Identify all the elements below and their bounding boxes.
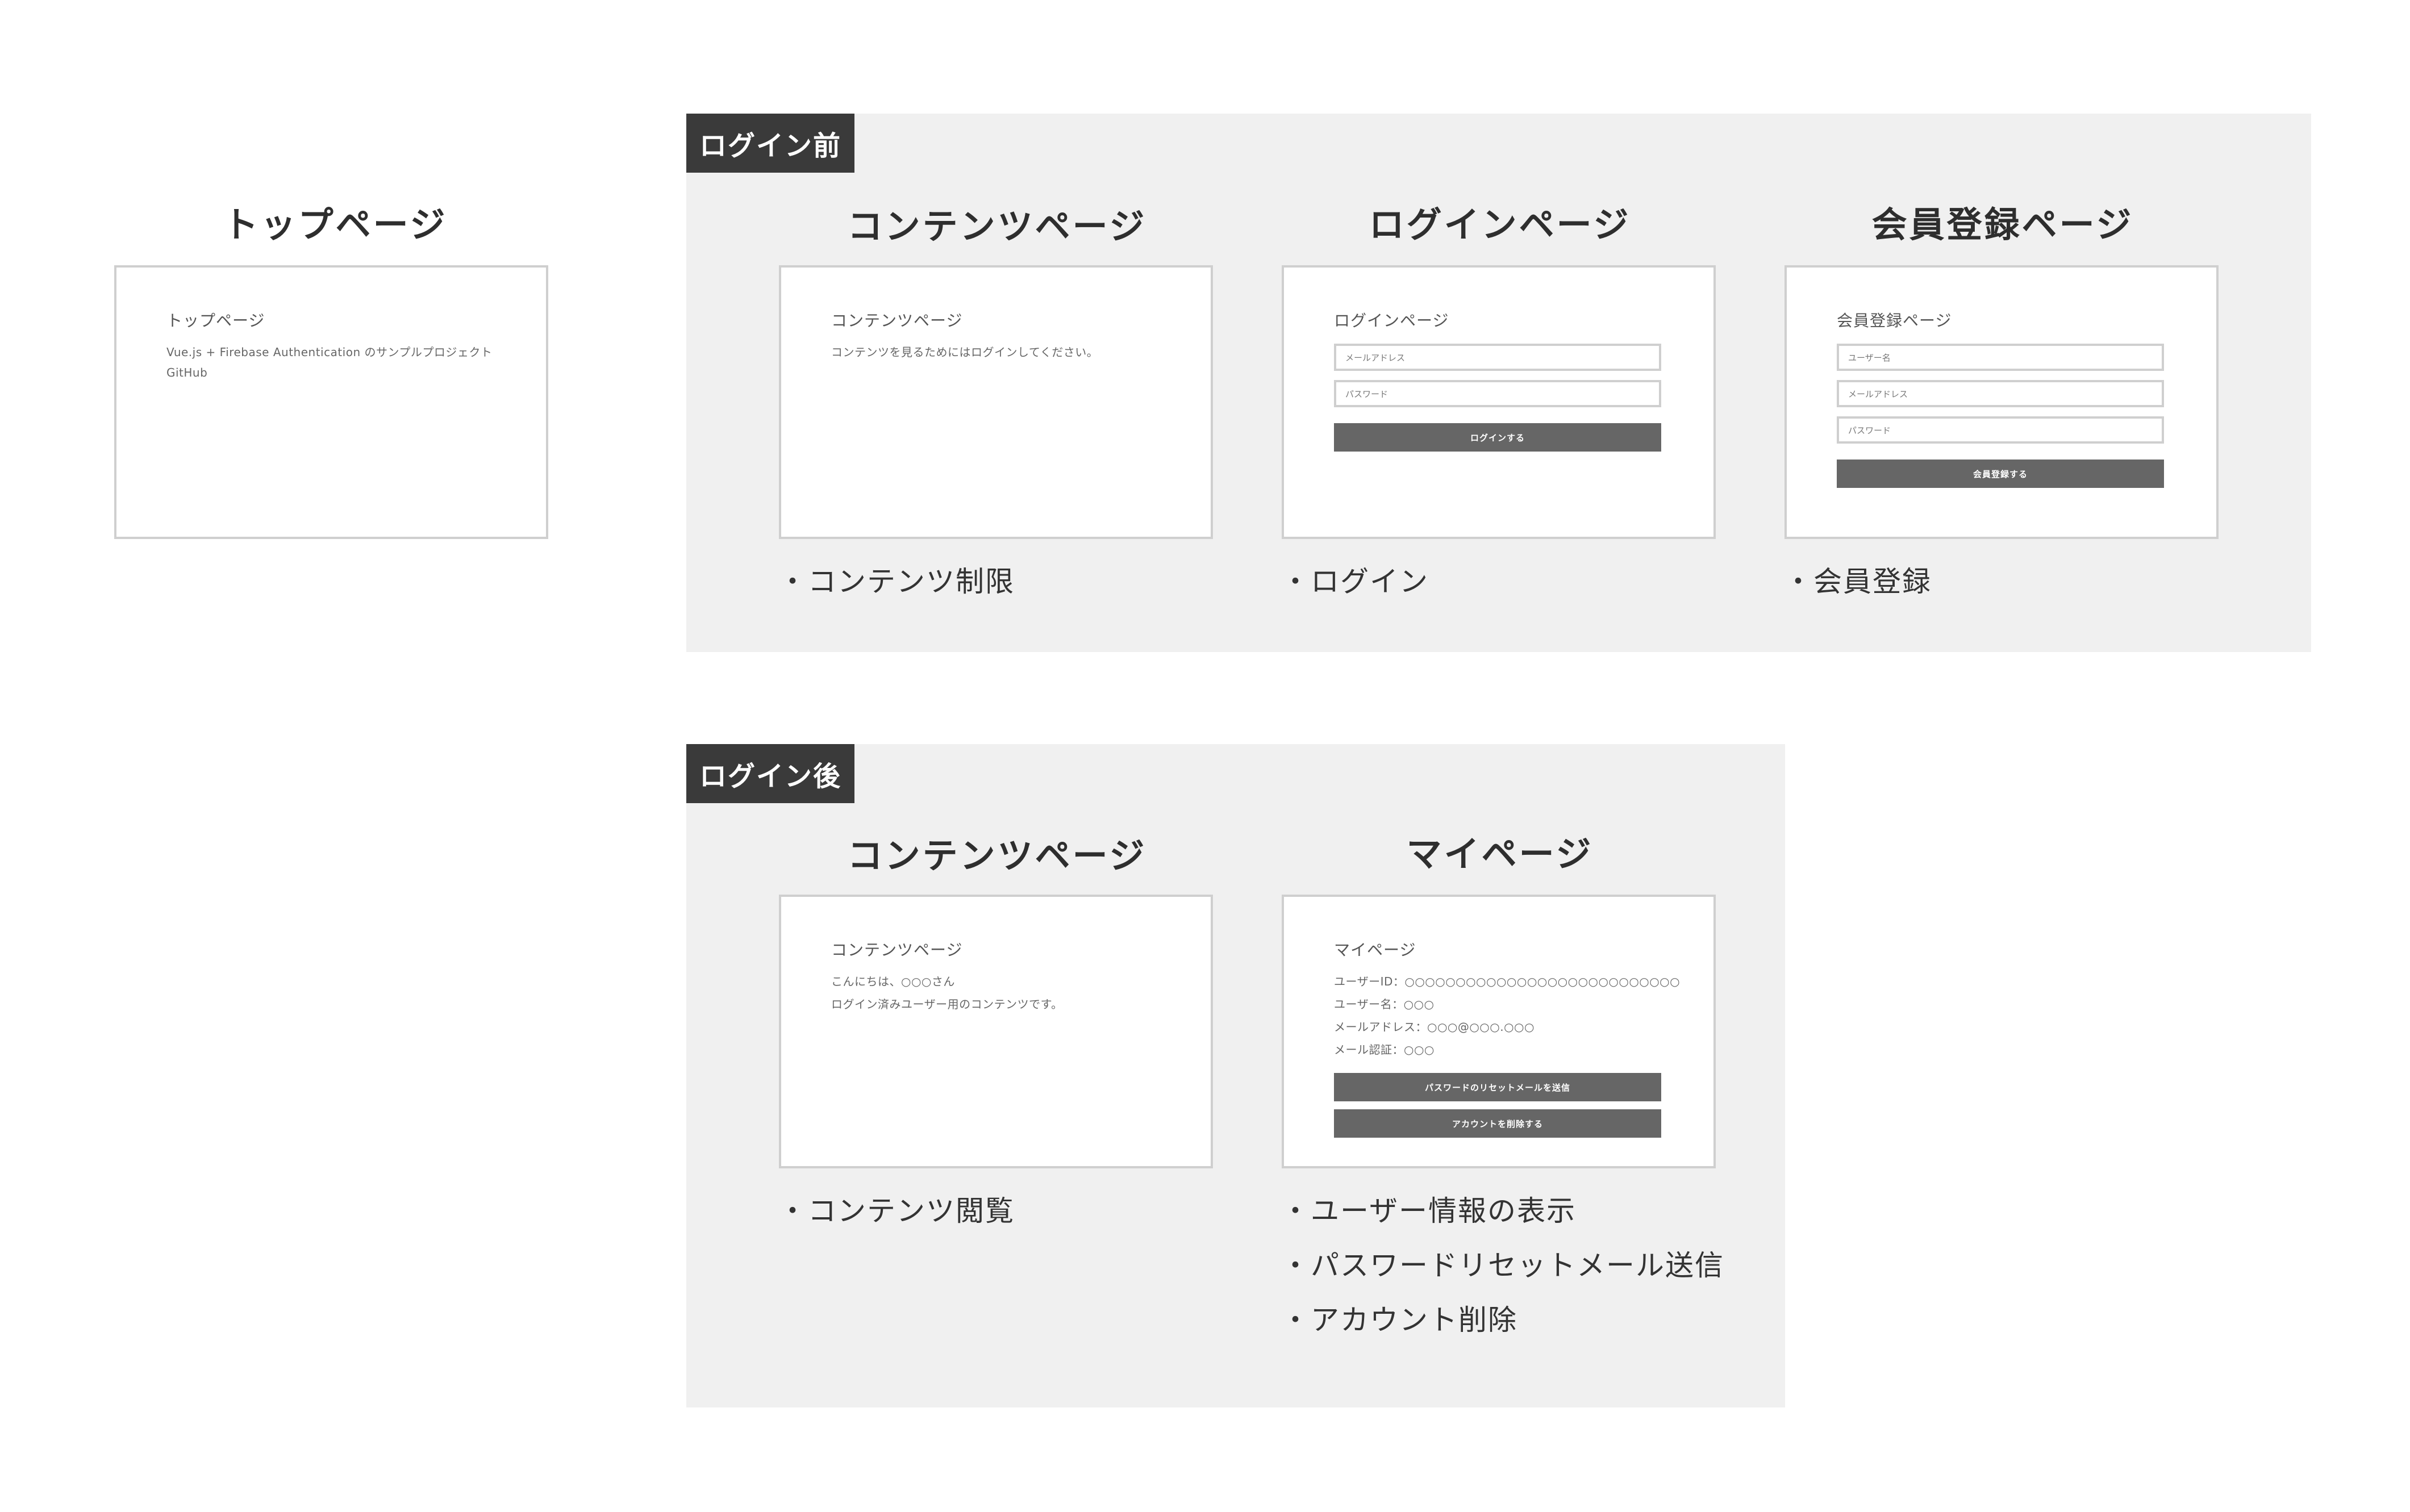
before-contents-screen: コンテンツページ コンテンツを見るためにはログインしてください。	[779, 265, 1213, 539]
greeting-text: こんにちは、○○○さん	[831, 975, 955, 988]
user-id-text: ユーザーID：○○○○○○○○○○○○○○○○○○○○○○○○○○○	[1334, 975, 1681, 988]
user-name-text: ユーザー名：○○○	[1334, 997, 1435, 1011]
feature-content-restriction: ・コンテンツ制限	[778, 565, 1015, 598]
before-login-tag: ログイン前	[686, 114, 854, 173]
feature-show-user-info: ・ユーザー情報の表示	[1281, 1194, 1576, 1227]
signup-page-screen: 会員登録ページ ユーザー名 メールアドレス パスワード 会員登録する	[1784, 265, 2219, 539]
signup-email-field[interactable]: メールアドレス	[1837, 380, 2164, 407]
mypage-screen: マイページ ユーザーID：○○○○○○○○○○○○○○○○○○○○○○○○○○○…	[1282, 895, 1716, 1168]
password-reset-button[interactable]: パスワードのリセットメールを送信	[1334, 1073, 1661, 1101]
github-link[interactable]: GitHub	[166, 366, 208, 379]
feature-delete-account: ・アカウント削除	[1281, 1304, 1517, 1336]
member-content-text: ログイン済みユーザー用のコンテンツです。	[831, 997, 1063, 1011]
mypage-heading: マイページ	[1334, 941, 1416, 959]
before-contents-heading: コンテンツページ	[831, 311, 963, 330]
feature-password-reset: ・パスワードリセットメール送信	[1281, 1249, 1724, 1282]
login-page-screen: ログインページ メールアドレス パスワード ログインする	[1282, 265, 1716, 539]
top-page-heading: トップページ	[166, 311, 265, 330]
mypage-title: マイページ	[1406, 833, 1594, 875]
login-page-title: ログインページ	[1369, 204, 1631, 245]
login-page-heading: ログインページ	[1334, 311, 1449, 330]
login-button[interactable]: ログインする	[1334, 423, 1661, 452]
feature-login: ・ログイン	[1281, 565, 1429, 598]
signup-button[interactable]: 会員登録する	[1837, 460, 2164, 488]
after-contents-title: コンテンツページ	[847, 835, 1147, 876]
top-page-title: トップページ	[223, 204, 448, 245]
feature-signup: ・会員登録	[1784, 565, 1932, 598]
delete-account-button[interactable]: アカウントを削除する	[1334, 1109, 1661, 1138]
email-text: メールアドレス：○○○@○○○.○○○	[1334, 1020, 1535, 1034]
after-login-tag: ログイン後	[686, 744, 854, 803]
password-field[interactable]: パスワード	[1334, 380, 1661, 407]
after-contents-screen: コンテンツページ こんにちは、○○○さん ログイン済みユーザー用のコンテンツです…	[779, 895, 1213, 1168]
signup-page-title: 会員登録ページ	[1871, 204, 2134, 245]
signup-page-heading: 会員登録ページ	[1837, 311, 1952, 330]
after-contents-heading: コンテンツページ	[831, 941, 963, 959]
email-verified-text: メール認証：○○○	[1334, 1043, 1435, 1056]
feature-content-viewing: ・コンテンツ閲覧	[778, 1194, 1015, 1227]
top-page-description: Vue.js + Firebase Authentication のサンプルプロ…	[166, 345, 493, 359]
top-page-screen: トップページ Vue.js + Firebase Authentication …	[114, 265, 548, 539]
login-required-message: コンテンツを見るためにはログインしてください。	[831, 345, 1099, 359]
username-field[interactable]: ユーザー名	[1837, 344, 2164, 371]
before-contents-title: コンテンツページ	[847, 206, 1147, 247]
signup-password-field[interactable]: パスワード	[1837, 416, 2164, 444]
email-field[interactable]: メールアドレス	[1334, 344, 1661, 371]
